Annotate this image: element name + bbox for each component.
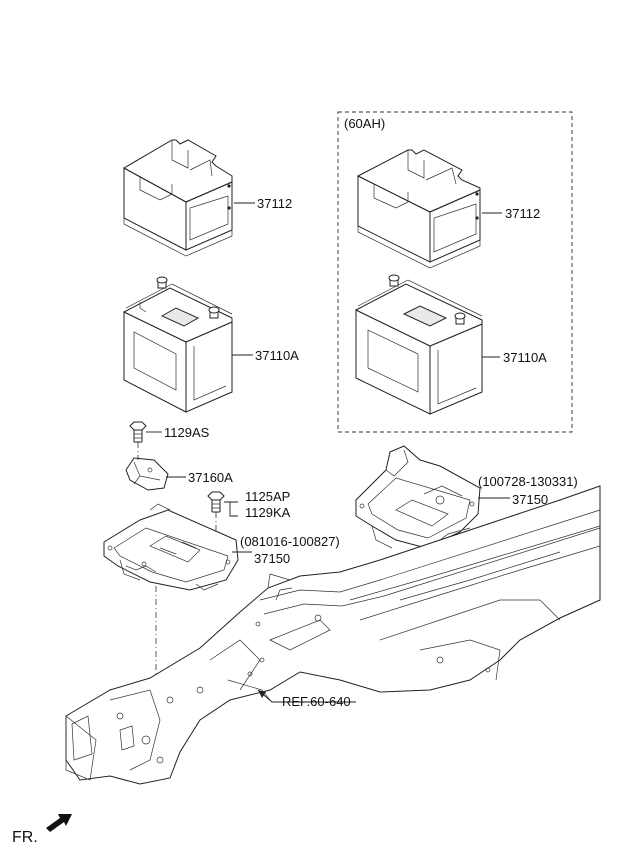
part-number-37150-right[interactable]: 37150 [512,492,548,507]
vehicle-frame[interactable] [65,485,601,785]
part-number-37110a-right[interactable]: 37110A [503,350,547,365]
leader-line [224,501,238,517]
reference-arrow-icon [258,690,266,698]
part-number-37150-left[interactable]: 37150 [254,551,290,566]
tray-right[interactable] [355,445,510,551]
part-number-1129as[interactable]: 1129AS [164,425,210,440]
part-number-37112-right[interactable]: 37112 [505,206,540,221]
variant-box-border [337,111,573,433]
tray-right-date-range[interactable]: (100728-130331) [478,474,578,489]
tray-left[interactable] [103,503,252,591]
variant-box: (60AH) [337,111,573,433]
reference-label[interactable]: REF.60-640 [282,694,351,709]
bracket-37160a[interactable] [125,457,186,491]
bolt-1125ap[interactable] [207,491,238,540]
front-direction-label: FR. [12,829,38,846]
battery-left[interactable] [122,276,253,413]
part-number-37110a-left[interactable]: 37110A [255,348,299,363]
part-number-1125ap[interactable]: 1125AP [245,489,290,504]
tray-cover-left[interactable] [122,139,255,257]
part-number-1129ka[interactable]: 1129KA [245,505,291,520]
tray-cover-right[interactable] [356,149,502,269]
bolt-1129as[interactable] [129,421,162,443]
front-arrow-icon [46,814,72,832]
part-number-37160a[interactable]: 37160A [188,470,233,485]
variant-box-title: (60AH) [344,116,385,131]
tray-left-date-range[interactable]: (081016-100827) [240,534,340,549]
part-number-37112-left[interactable]: 37112 [257,196,292,211]
battery-right[interactable] [354,274,500,415]
